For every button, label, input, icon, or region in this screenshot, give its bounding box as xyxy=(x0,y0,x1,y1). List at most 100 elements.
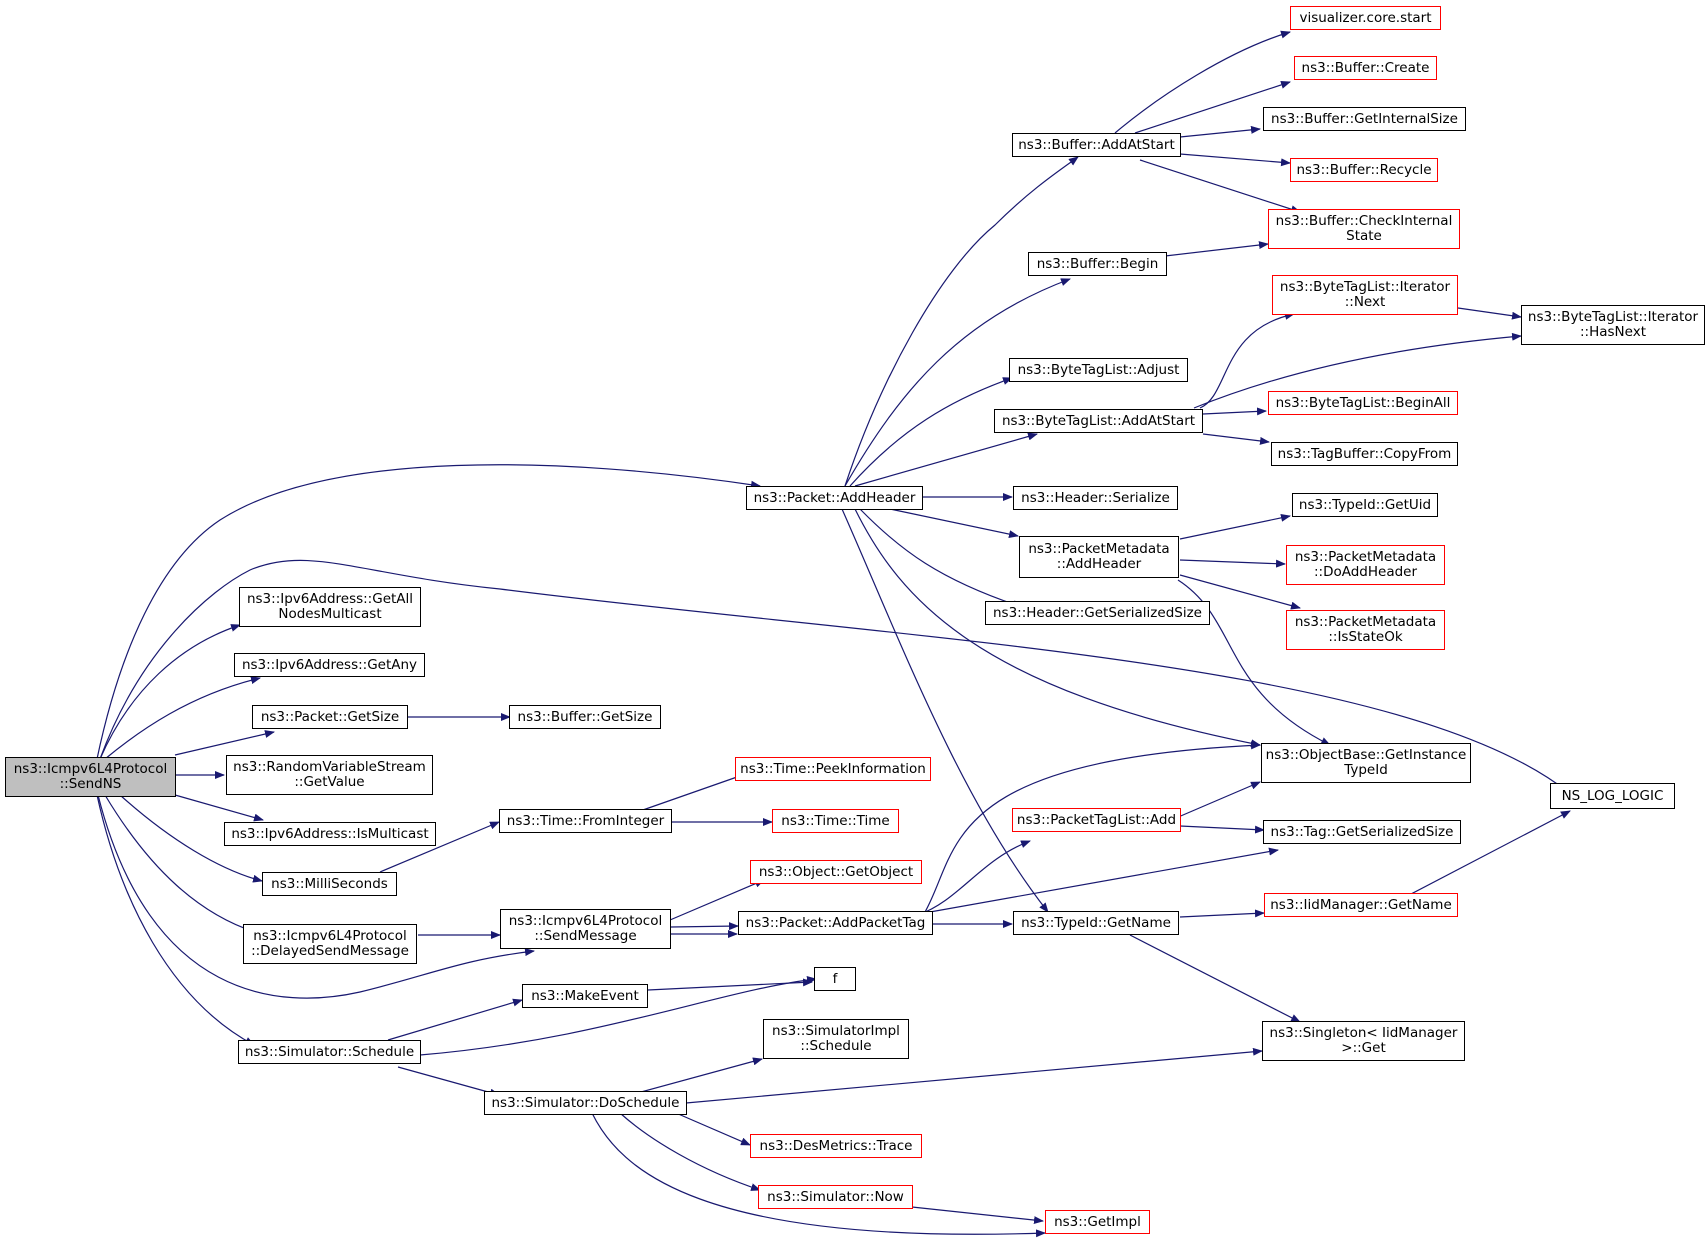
edge xyxy=(844,278,1071,487)
node-icmpv6-sendns[interactable]: ns3::Icmpv6L4Protocol::SendNS xyxy=(5,757,176,797)
node-buffer-addatstart[interactable]: ns3::Buffer::AddAtStart xyxy=(1012,133,1181,157)
node-packetmetadata-addheader[interactable]: ns3::PacketMetadata::AddHeader xyxy=(1019,536,1179,578)
node-packettaglist-add[interactable]: ns3::PacketTagList::Add xyxy=(1012,808,1181,832)
node-typeid-getuid[interactable]: ns3::TypeId::GetUid xyxy=(1292,493,1438,517)
edge xyxy=(911,1206,1044,1225)
edge xyxy=(1179,574,1301,610)
node-icmpv6-delayedsendmessage[interactable]: ns3::Icmpv6L4Protocol::DelayedSendMessag… xyxy=(243,924,417,964)
node-singleton-iidmanager-get[interactable]: ns3::Singleton< IidManager>::Get xyxy=(1262,1021,1465,1061)
node-simulator-doschedule[interactable]: ns3::Simulator::DoSchedule xyxy=(484,1091,687,1115)
edge xyxy=(1202,407,1267,416)
edge xyxy=(397,1066,500,1097)
node-simulator-now[interactable]: ns3::Simulator::Now xyxy=(758,1185,913,1209)
node-simulator-schedule[interactable]: ns3::Simulator::Schedule xyxy=(238,1040,421,1064)
node-icmpv6-sendmessage[interactable]: ns3::Icmpv6L4Protocol::SendMessage xyxy=(500,909,671,949)
edge xyxy=(854,432,1038,487)
node-bytetaglist-iterator-hasnext[interactable]: ns3::ByteTagList::Iterator::HasNext xyxy=(1521,305,1705,345)
edge xyxy=(844,156,1079,487)
edge xyxy=(379,821,500,873)
node-buffer-begin[interactable]: ns3::Buffer::Begin xyxy=(1028,252,1167,276)
edge xyxy=(1177,579,1331,746)
edge xyxy=(419,976,817,1056)
node-typeid-getname[interactable]: ns3::TypeId::GetName xyxy=(1013,911,1179,935)
edge xyxy=(859,508,1023,608)
edge xyxy=(119,794,263,883)
node-time-time[interactable]: ns3::Time::Time xyxy=(772,809,899,833)
node-time-peekinformation[interactable]: ns3::Time::PeekInformation xyxy=(735,757,931,781)
node-bytetaglist-adjust[interactable]: ns3::ByteTagList::Adjust xyxy=(1009,358,1188,382)
edge xyxy=(387,998,523,1041)
edge xyxy=(669,879,765,921)
node-buffer-getinternalsize[interactable]: ns3::Buffer::GetInternalSize xyxy=(1263,107,1466,131)
node-packetmetadata-doaddheader[interactable]: ns3::PacketMetadata::DoAddHeader xyxy=(1286,545,1445,585)
edge xyxy=(619,1112,761,1191)
edge xyxy=(675,1112,751,1146)
node-packetmetadata-isstateok[interactable]: ns3::PacketMetadata::IsStateOk xyxy=(1286,610,1445,650)
edge xyxy=(591,1112,1046,1238)
edge xyxy=(1457,307,1522,320)
edge xyxy=(1164,241,1269,257)
edge xyxy=(849,377,1013,487)
node-tagbuffer-copyfrom[interactable]: ns3::TagBuffer::CopyFrom xyxy=(1271,442,1458,466)
edge xyxy=(1179,153,1291,167)
edge xyxy=(1179,909,1265,918)
edge xyxy=(629,1057,763,1096)
node-packet-addpackettag[interactable]: ns3::Packet::AddPacketTag xyxy=(738,911,933,935)
node-iidmanager-getname[interactable]: ns3::IidManager::GetName xyxy=(1264,893,1458,917)
node-getimpl[interactable]: ns3::GetImpl xyxy=(1045,1210,1150,1234)
node-f[interactable]: f xyxy=(814,967,856,991)
edge xyxy=(1389,810,1571,906)
node-makeevent[interactable]: ns3::MakeEvent xyxy=(522,984,648,1008)
edge xyxy=(104,794,259,935)
node-simulatorimpl-schedule[interactable]: ns3::SimulatorImpl::Schedule xyxy=(763,1019,909,1059)
edge xyxy=(96,464,761,760)
edge xyxy=(1179,559,1286,568)
edge xyxy=(1114,30,1291,134)
node-header-serialize[interactable]: ns3::Header::Serialize xyxy=(1013,486,1178,510)
edge xyxy=(104,676,261,760)
edge xyxy=(174,730,275,756)
edge xyxy=(1129,934,1301,1023)
edge xyxy=(97,794,535,999)
edge xyxy=(685,1047,1263,1104)
edge xyxy=(854,508,1261,748)
node-time-frominteger[interactable]: ns3::Time::FromInteger xyxy=(499,809,672,833)
node-object-getobject[interactable]: ns3::Object::GetObject xyxy=(750,860,922,884)
node-ipv6-ismulticast[interactable]: ns3::Ipv6Address::IsMulticast xyxy=(224,822,436,846)
edge xyxy=(99,559,1569,793)
edge xyxy=(917,840,1031,916)
edge xyxy=(1139,159,1301,214)
edge xyxy=(929,847,1279,913)
node-header-getserializedsize[interactable]: ns3::Header::GetSerializedSize xyxy=(985,601,1210,625)
node-bytetaglist-beginall[interactable]: ns3::ByteTagList::BeginAll xyxy=(1268,391,1458,415)
edge xyxy=(99,624,241,760)
node-visualizer-core-start[interactable]: visualizer.core.start xyxy=(1290,6,1441,30)
node-buffer-create[interactable]: ns3::Buffer::Create xyxy=(1294,56,1437,80)
node-ipv6-getany[interactable]: ns3::Ipv6Address::GetAny xyxy=(234,653,425,677)
edge xyxy=(1179,825,1265,834)
node-ns-log-logic[interactable]: NS_LOG_LOGIC xyxy=(1550,783,1675,809)
edge xyxy=(1202,433,1270,445)
edge xyxy=(924,741,1261,913)
node-packet-getsize[interactable]: ns3::Packet::GetSize xyxy=(252,705,408,729)
edge xyxy=(1134,81,1291,134)
node-desmetrics-trace[interactable]: ns3::DesMetrics::Trace xyxy=(750,1134,922,1158)
edge xyxy=(1193,332,1522,409)
node-milliseconds[interactable]: ns3::MilliSeconds xyxy=(262,872,397,896)
node-buffer-getsize[interactable]: ns3::Buffer::GetSize xyxy=(509,705,661,729)
edge xyxy=(1199,312,1295,409)
node-buffer-recycle[interactable]: ns3::Buffer::Recycle xyxy=(1290,158,1438,182)
edge xyxy=(889,508,1019,539)
node-bytetaglist-addatstart[interactable]: ns3::ByteTagList::AddAtStart xyxy=(994,409,1203,433)
edge xyxy=(670,922,739,931)
node-bytetaglist-iterator-next[interactable]: ns3::ByteTagList::Iterator::Next xyxy=(1272,275,1458,315)
node-randomvariablestream-getvalue[interactable]: ns3::RandomVariableStream::GetValue xyxy=(226,755,433,795)
edge xyxy=(1175,781,1261,819)
node-tag-getserializedsize[interactable]: ns3::Tag::GetSerializedSize xyxy=(1263,820,1461,844)
edge xyxy=(96,794,255,1046)
node-packet-addheader[interactable]: ns3::Packet::AddHeader xyxy=(746,486,923,510)
edge xyxy=(1179,513,1291,540)
